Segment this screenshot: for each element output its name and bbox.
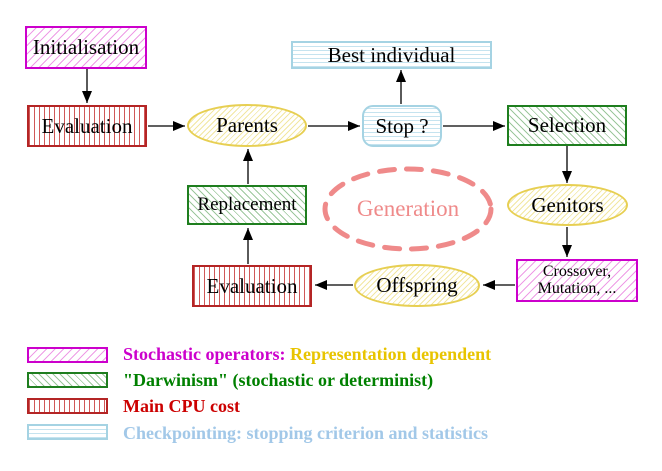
legend-swatch-stochastic bbox=[27, 347, 108, 363]
legend-label-stochastic-operators: Stochastic operators: bbox=[123, 344, 286, 364]
legend-label-representation-dependent: Representation dependent bbox=[289, 344, 492, 364]
legend-swatch-darwinism bbox=[27, 372, 108, 388]
legend-text-cpu-cost: Main CPU cost bbox=[123, 396, 240, 416]
node-selection: Selection bbox=[507, 105, 627, 146]
node-evaluation-top: Evaluation bbox=[27, 105, 147, 147]
legend-swatch-checkpointing bbox=[27, 424, 108, 440]
arrows bbox=[82, 69, 572, 290]
node-replacement: Replacement bbox=[187, 185, 307, 225]
node-crossover-mutation: Crossover, Mutation, ... bbox=[516, 259, 638, 302]
node-initialisation: Initialisation bbox=[25, 26, 147, 69]
node-genitors: Genitors bbox=[507, 184, 628, 226]
legend-swatch-cpu bbox=[27, 398, 108, 414]
crossover-line2: Mutation, ... bbox=[537, 279, 617, 297]
node-offspring: Offspring bbox=[354, 264, 480, 307]
crossover-line1: Crossover, bbox=[542, 262, 612, 280]
legend-text-checkpointing: Checkpointing: stopping criterion and st… bbox=[123, 423, 489, 443]
node-best-individual: Best individual bbox=[291, 41, 492, 69]
legend-text-stochastic: Stochastic operators: Representation dep… bbox=[123, 344, 491, 365]
legend-text-darwinism: "Darwinism" (stochastic or determinist) bbox=[123, 370, 434, 390]
node-parents: Parents bbox=[187, 104, 307, 147]
node-stop: Stop ? bbox=[362, 105, 442, 147]
generation-label: Generation bbox=[356, 196, 460, 221]
generation-ellipse bbox=[322, 166, 494, 252]
node-evaluation-bottom: Evaluation bbox=[192, 265, 312, 307]
